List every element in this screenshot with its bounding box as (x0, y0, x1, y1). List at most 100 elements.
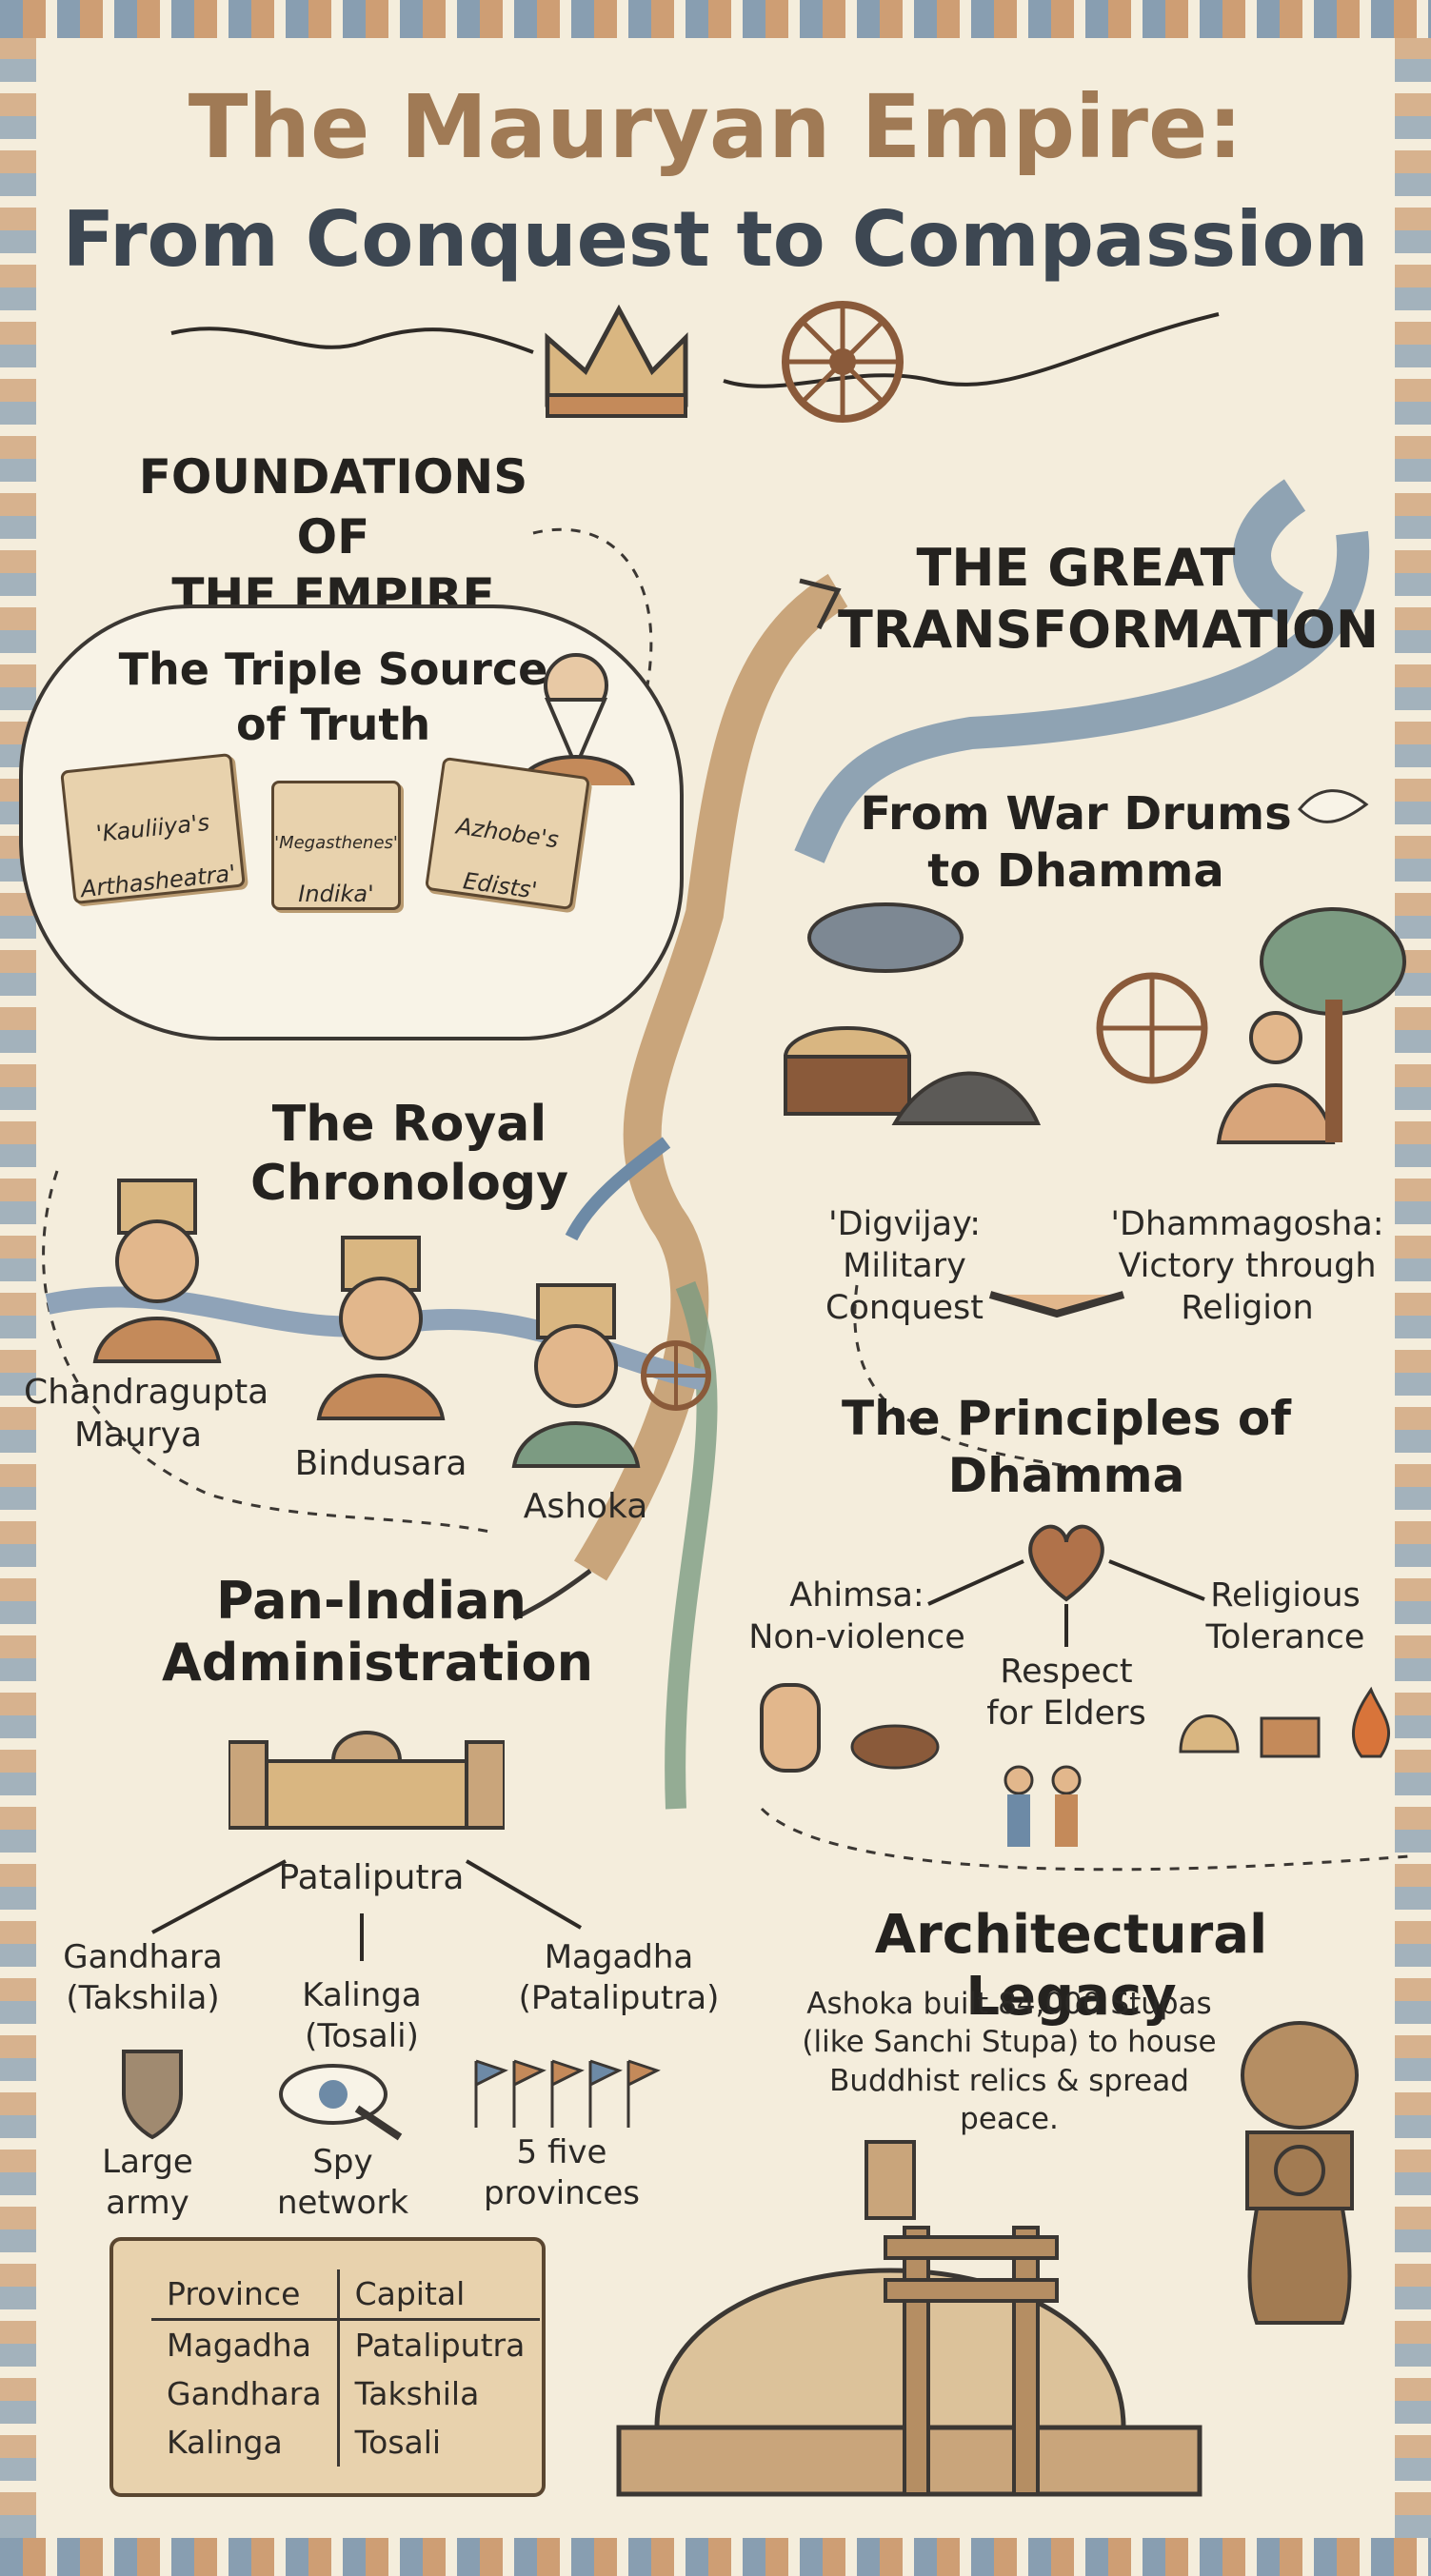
feature-army-line2: army (106, 2183, 189, 2222)
chandragupta-portrait (92, 1179, 222, 1363)
eye-magnifier-icon (279, 2064, 403, 2141)
digvijay-line2: Military Conquest (825, 1246, 984, 1327)
river-wave (794, 530, 1370, 863)
war-drums-line1: From War Drums (860, 787, 1292, 841)
temple-icon (1260, 1716, 1321, 1758)
foundations-heading-line1: FOUNDATIONS OF (138, 449, 528, 565)
principle-icons (760, 1683, 1391, 1847)
dove-icon (1297, 789, 1369, 823)
page-title: The Mauryan Empire: (188, 76, 1243, 178)
admin-branch-right (465, 1859, 583, 1930)
region-kalinga-line1: Kalinga (302, 1976, 422, 2014)
region-kalinga-line2: (Tosali) (305, 2016, 419, 2055)
admin-heading-line2: Administration (162, 1632, 594, 1693)
war-drums-line2: to Dhamma (927, 844, 1224, 898)
admin-branch-left (151, 1859, 287, 1934)
principle-respect-line1: Respect (1000, 1653, 1133, 1691)
principles-heading-line1: The Principles of (842, 1391, 1291, 1446)
drum-icon (784, 1026, 911, 1116)
bindusara-portrait (316, 1236, 446, 1420)
transformation-heading-line2: TRANSFORMATION (838, 599, 1380, 660)
bottom-border (0, 2538, 1431, 2576)
table-row: Gandhara Takshila (151, 2369, 540, 2418)
table-cell: Magadha (151, 2319, 340, 2369)
table-cell: Pataliputra (354, 2327, 526, 2364)
green-path (665, 1280, 718, 1810)
handshake-icon (988, 1291, 1125, 1318)
dhammagosha-line2: Victory through (1118, 1246, 1377, 1285)
admin-feature-icons (122, 2050, 661, 2141)
scroll-megasthenes: 'Megasthenes' Indika' (271, 781, 401, 910)
architecture-desc-line1: Ashoka built 84,000 Stupas (806, 1987, 1212, 2021)
hand-icon (760, 1683, 821, 1773)
triple-source-line2: of Truth (235, 698, 431, 750)
crown-icon (545, 304, 688, 418)
admin-heading-line1: Pan-Indian (215, 1571, 527, 1631)
region-magadha-line2: (Pataliputra) (518, 1978, 720, 2017)
right-border (1395, 38, 1431, 2538)
lion-capital-icon (1241, 2021, 1359, 2325)
architecture-desc-line2: (like Sanchi Stupa) to house (802, 2025, 1217, 2060)
region-gandhara-line2: (Takshila) (66, 1978, 220, 2017)
digvijay-line1: 'Digvijay: (827, 1205, 982, 1243)
kings-illustration (45, 1179, 711, 1468)
feature-spy-line1: Spy (312, 2143, 373, 2181)
table-header-capital: Capital (338, 2269, 541, 2321)
wheel-glow-icon (1096, 972, 1208, 1084)
capital-pataliputra: Pataliputra (278, 1858, 465, 1897)
war-to-peace-illustration (784, 902, 1406, 1318)
sanchi-stupa-illustration (616, 2140, 1202, 2497)
principle-ahimsa-line2: Non-violence (748, 1617, 965, 1656)
weapons-pile-icon (891, 1071, 1042, 1125)
buddha-icon (1216, 1011, 1336, 1144)
heart-icon (1028, 1524, 1104, 1602)
province-table-scroll: Province Capital Magadha Pataliputra Gan… (109, 2237, 546, 2497)
stupa-small-icon (1179, 1714, 1240, 1754)
torana-gateway (884, 2226, 1059, 2496)
transformation-heading-line1: THE GREAT (916, 538, 1236, 598)
flags-icon (474, 2059, 661, 2128)
table-cell: Tosali (354, 2424, 442, 2461)
sage-icon (517, 653, 635, 785)
table-cell: Takshila (354, 2375, 480, 2412)
arrow-to-chronology (565, 1137, 671, 1241)
feature-army-line1: Large (102, 2143, 193, 2181)
left-border (0, 38, 36, 2538)
king-bindusara: Bindusara (294, 1444, 467, 1483)
dhammagosha-line3: Religion (1181, 1288, 1314, 1327)
feature-provinces-line1: 5 five (516, 2133, 607, 2171)
table-cell: Gandhara (151, 2369, 340, 2418)
architecture-heading: Architectural Legacy (874, 1904, 1268, 2028)
elders-icon (1004, 1765, 1082, 1847)
scroll-megasthenes-line1: 'Megasthenes' (274, 833, 398, 853)
arrow-to-admin (512, 1568, 592, 1621)
shield-icon (122, 2050, 183, 2140)
table-header-province: Province (151, 2269, 340, 2321)
bodhi-tree-icon (1260, 907, 1406, 1142)
principles-heading-line2: Dhamma (947, 1448, 1185, 1503)
scroll-megasthenes-line2: Indika' (298, 880, 374, 907)
storm-cloud-icon (807, 902, 964, 973)
principle-ahimsa-line1: Ahimsa: (789, 1576, 924, 1615)
triple-source-line1: The Triple Source (118, 644, 548, 695)
principle-tolerance-line2: Tolerance (1205, 1617, 1365, 1656)
province-table: Province Capital Magadha Pataliputra Gan… (151, 2269, 541, 2467)
region-gandhara-line1: Gandhara (63, 1938, 223, 1976)
fort-icon (229, 1731, 505, 1830)
top-border (0, 0, 1431, 38)
feature-spy-line2: network (276, 2183, 409, 2222)
page-subtitle: From Conquest to Compassion (62, 195, 1369, 284)
chronology-heading-line1: The Royal (271, 1096, 547, 1153)
small-wheel-icon (641, 1340, 711, 1411)
chronology-heading-line2: Chronology (250, 1155, 568, 1213)
dog-icon (850, 1724, 940, 1770)
architecture-desc-line3: Buddhist relics & spread peace. (829, 2063, 1189, 2136)
ashoka-portrait (511, 1283, 641, 1468)
region-magadha-line1: Magadha (544, 1938, 694, 1976)
title-flourish-left (170, 327, 534, 354)
feature-provinces-line2: provinces (483, 2173, 641, 2212)
fire-icon (1351, 1686, 1391, 1758)
path-arrowhead-top (799, 578, 842, 630)
king-ashoka: Ashoka (523, 1487, 648, 1526)
